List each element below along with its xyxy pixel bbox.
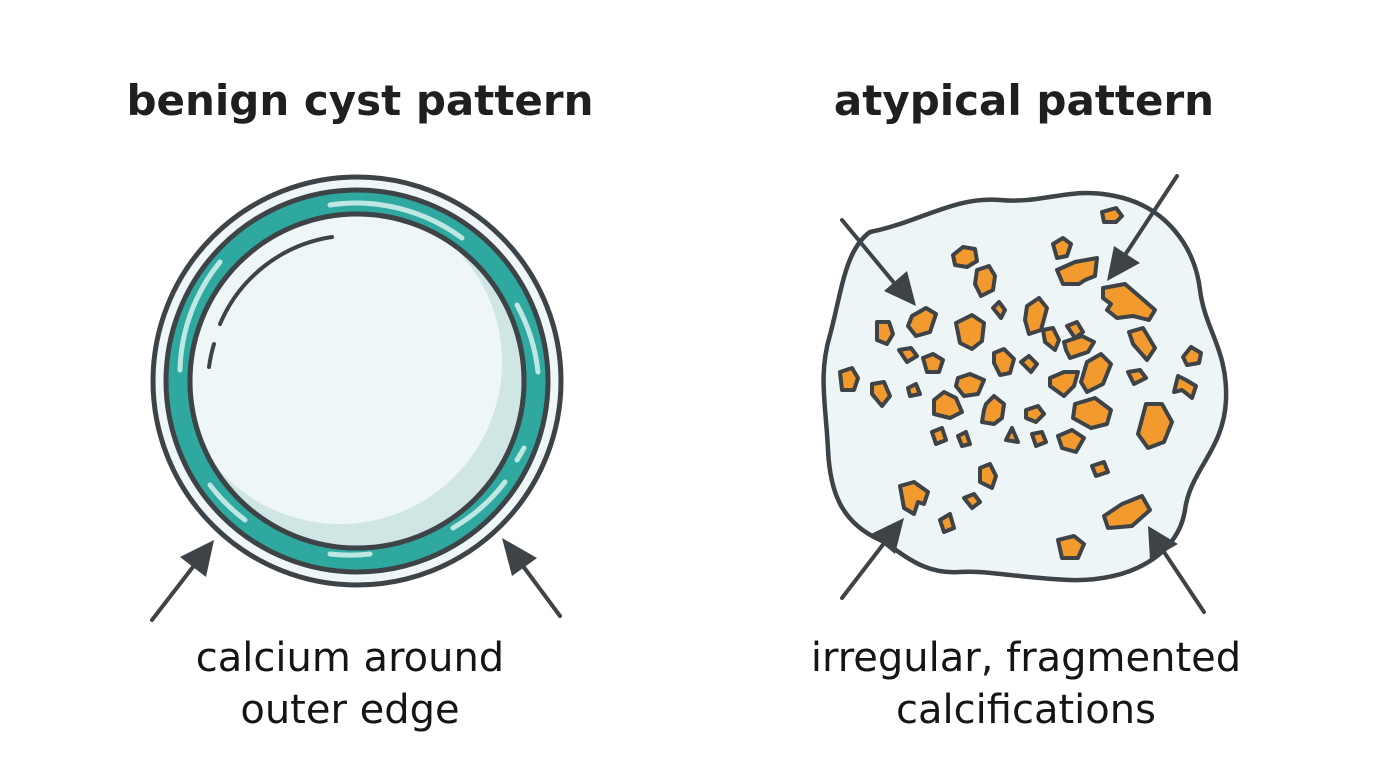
atypical-arrows: [840, 174, 1206, 614]
arrow-icon: [150, 540, 214, 622]
benign-caption: calcium around outer edge: [150, 632, 550, 736]
atypical-panel-title: atypical pattern: [833, 76, 1215, 125]
calcification-fragments: [838, 206, 1203, 560]
arrow-icon: [1107, 174, 1179, 281]
atypical-caption: irregular, fragmented calcifications: [776, 632, 1276, 736]
benign-panel-title: benign cyst pattern: [126, 76, 594, 125]
atypical-mass-illustration: [821, 190, 1229, 583]
arrow-icon: [840, 518, 904, 600]
arrow-icon: [502, 538, 562, 618]
atypical-caption-line-2: calcifications: [896, 687, 1156, 733]
benign-caption-line-2: outer edge: [240, 687, 460, 733]
gloss-highlight: [207, 235, 334, 369]
benign-arrows: [150, 538, 562, 622]
rim-highlights: [177, 200, 541, 558]
arrow-icon: [1148, 526, 1206, 614]
benign-caption-line-1: calcium around: [195, 635, 505, 681]
arrow-icon: [840, 218, 916, 306]
benign-cyst-illustration: [150, 174, 564, 588]
atypical-caption-line-1: irregular, fragmented: [810, 635, 1242, 681]
